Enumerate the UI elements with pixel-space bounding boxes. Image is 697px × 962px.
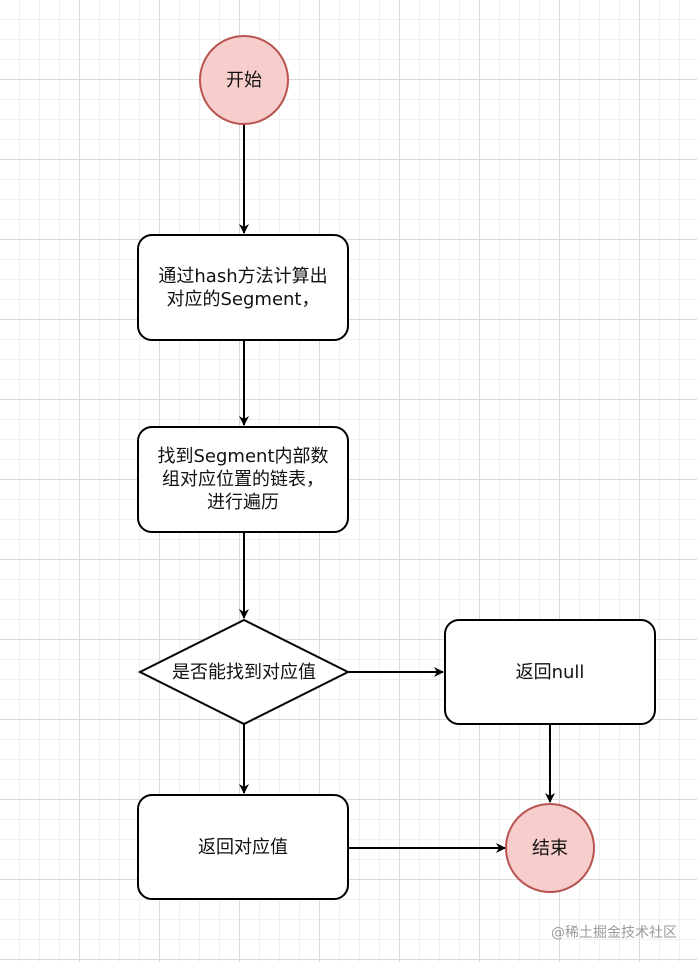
- found-decision-node: [137, 618, 351, 726]
- traverse-list-node: [137, 426, 349, 533]
- return-value-node: [137, 794, 349, 900]
- return-null-node: [444, 619, 656, 725]
- start-node: [199, 35, 289, 125]
- watermark-text: @稀土掘金技术社区: [551, 925, 677, 941]
- end-node: [505, 803, 595, 893]
- compute-segment-node: [137, 234, 349, 341]
